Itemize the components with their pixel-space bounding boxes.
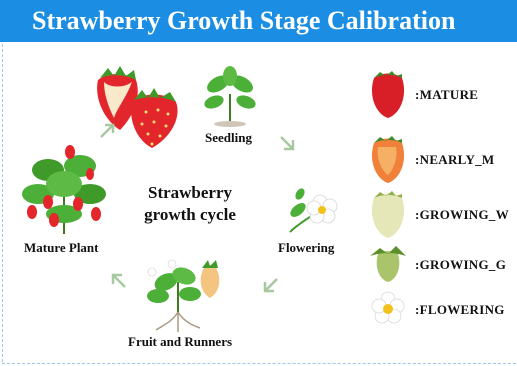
cycle-center-title: Strawberry growth cycle: [130, 182, 250, 226]
cycle-center-title-line2: growth cycle: [130, 204, 250, 226]
mature-plant-illustration: [18, 144, 112, 236]
arrow-down-left-icon: [262, 276, 280, 294]
arrow-down-right-icon: [278, 134, 296, 152]
flowering-blossom-icon: [366, 285, 410, 335]
mature-strawberry-icon: [366, 70, 410, 120]
legend-label-nearly-mature: :NEARLY_M: [415, 135, 495, 185]
legend-item-nearly-mature: :NEARLY_M: [366, 135, 517, 185]
stage-label-fruit-and-runners: Fruit and Runners: [128, 334, 232, 350]
growing-green-strawberry-icon: [366, 240, 410, 290]
stage-label-seedling: Seedling: [205, 130, 252, 146]
legend-item-growing-green: :GROWING_G: [366, 240, 517, 290]
legend-item-flowering: :FLOWERING: [366, 285, 517, 335]
legend-label-flowering: :FLOWERING: [415, 285, 505, 335]
seedling-illustration: [200, 66, 260, 128]
arrow-up-right-icon: [98, 122, 116, 140]
flowering-illustration: [284, 184, 344, 234]
legend-label-mature: :MATURE: [415, 70, 478, 120]
arrow-up-left-icon: [110, 272, 128, 290]
legend-label-growing-green: :GROWING_G: [415, 240, 506, 290]
legend-item-mature: :MATURE: [366, 70, 517, 120]
growing-white-strawberry-icon: [366, 190, 410, 240]
stage-label-flowering: Flowering: [278, 240, 334, 256]
nearly-mature-strawberry-icon: [366, 135, 410, 185]
legend-label-growing-white: :GROWING_W: [415, 190, 509, 240]
cycle-center-title-line1: Strawberry: [130, 182, 250, 204]
growth-cycle-diagram: Seedling Flowering Fruit and Runners: [0, 42, 370, 366]
stage-label-mature-plant: Mature Plant: [24, 240, 99, 256]
page-title: Strawberry Growth Stage Calibration: [0, 0, 517, 42]
fruit-and-runners-illustration: [138, 252, 234, 334]
title-banner: Strawberry Growth Stage Calibration: [0, 0, 517, 42]
legend-item-growing-white: :GROWING_W: [366, 190, 517, 240]
